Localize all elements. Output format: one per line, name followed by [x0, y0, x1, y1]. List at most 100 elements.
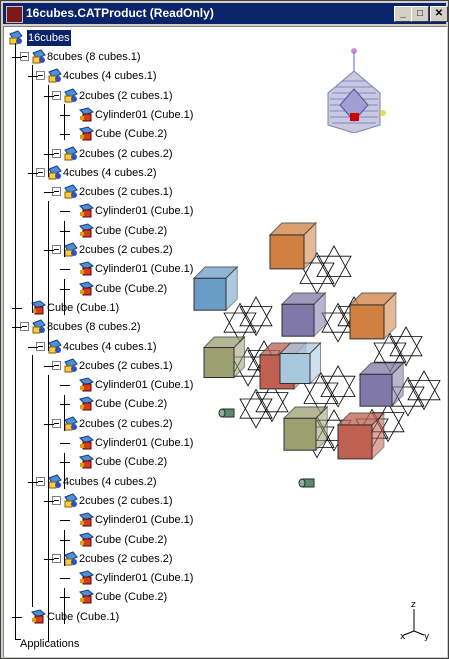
minimize-button[interactable]: _	[394, 6, 412, 22]
wire-star-2	[223, 296, 273, 343]
tree-node-part[interactable]: Cylinder01 (Cube.1)	[4, 203, 254, 219]
tree-node-label[interactable]: Cylinder01 (Cube.1)	[95, 437, 194, 449]
tree-guide-line	[32, 65, 33, 313]
tree-node-part[interactable]: Cylinder01 (Cube.1)	[4, 435, 254, 451]
tree-node-part[interactable]: Cube (Cube.2)	[4, 454, 254, 470]
product-icon	[63, 358, 78, 373]
product-icon	[63, 242, 78, 257]
tree-node-label[interactable]: 2cubes (2 cubes.2)	[79, 418, 173, 430]
applications-label[interactable]: Applications	[20, 638, 80, 650]
tree-node-product[interactable]: 2cubes (2 cubes.2)	[4, 551, 254, 567]
tree-node-label[interactable]: 2cubes (2 cubes.2)	[79, 148, 173, 160]
tree-node-part[interactable]: Cube (Cube.2)	[4, 532, 254, 548]
3d-viewport[interactable]: 16cubes Applications 8cubes (8 cubes.1) 4…	[3, 26, 447, 657]
tree-node-part[interactable]: Cube (Cube.1)	[4, 609, 254, 625]
tree-node-label[interactable]: Cylinder01 (Cube.1)	[95, 263, 194, 275]
axis-y-label: y	[424, 632, 430, 641]
title-bar[interactable]: 16cubes.CATProduct (ReadOnly) _ □ ✕	[3, 3, 448, 24]
tree-node-label[interactable]: Cube (Cube.2)	[95, 283, 168, 295]
tree-node-product[interactable]: 4cubes (4 cubes.1)	[4, 68, 254, 84]
tree-node-label[interactable]: Cube (Cube.2)	[95, 225, 168, 237]
tree-node-label[interactable]: 4cubes (4 cubes.1)	[63, 70, 157, 82]
close-button[interactable]: ✕	[430, 6, 448, 22]
collapse-toggle-icon[interactable]	[36, 71, 45, 80]
tree-node-product[interactable]: 8cubes (8 cubes.1)	[4, 49, 254, 65]
tree-node-product[interactable]: 2cubes (2 cubes.2)	[4, 416, 254, 432]
tree-node-label[interactable]: 4cubes (4 cubes.2)	[63, 167, 157, 179]
tree-node-label[interactable]: 2cubes (2 cubes.1)	[79, 495, 173, 507]
compass-widget[interactable]	[322, 43, 392, 133]
tree-node-part[interactable]: Cylinder01 (Cube.1)	[4, 570, 254, 586]
collapse-toggle-icon[interactable]	[20, 52, 29, 61]
collapse-toggle-icon[interactable]	[36, 168, 45, 177]
tree-node-label[interactable]: Cube (Cube.2)	[95, 128, 168, 140]
collapse-toggle-icon[interactable]	[52, 554, 61, 563]
tree-node-label[interactable]: 2cubes (2 cubes.1)	[79, 360, 173, 372]
blue-cube	[192, 265, 239, 312]
tree-node-label[interactable]: Cube (Cube.2)	[95, 456, 168, 468]
tree-node-product[interactable]: 2cubes (2 cubes.2)	[4, 146, 254, 162]
tree-node-product[interactable]: 2cubes (2 cubes.2)	[4, 242, 254, 258]
tree-node-label[interactable]: 2cubes (2 cubes.2)	[79, 244, 173, 256]
highlight-cube	[278, 341, 322, 385]
tree-node-product[interactable]: 4cubes (4 cubes.1)	[4, 339, 254, 355]
collapse-toggle-icon[interactable]	[52, 91, 61, 100]
tree-node-label[interactable]: Cylinder01 (Cube.1)	[95, 379, 194, 391]
tree-node-label[interactable]: 4cubes (4 cubes.2)	[63, 476, 157, 488]
tree-node-label[interactable]: Cylinder01 (Cube.1)	[95, 109, 194, 121]
tree-connector	[12, 308, 22, 309]
collapse-toggle-icon[interactable]	[36, 477, 45, 486]
tree-node-product[interactable]: 2cubes (2 cubes.1)	[4, 493, 254, 509]
tree-node-part[interactable]: Cylinder01 (Cube.1)	[4, 261, 254, 277]
tree-node-part[interactable]: Cube (Cube.2)	[4, 589, 254, 605]
tree-node-label[interactable]: Cube (Cube.2)	[95, 591, 168, 603]
product-icon	[47, 165, 62, 180]
tree-node-product[interactable]: 2cubes (2 cubes.1)	[4, 88, 254, 104]
tree-node-part[interactable]: Cube (Cube.2)	[4, 223, 254, 239]
tree-node-label[interactable]: 8cubes (8 cubes.1)	[47, 51, 141, 63]
tree-guide-line	[48, 85, 49, 177]
tree-guide-line	[64, 395, 65, 431]
tree-node-part[interactable]: Cylinder01 (Cube.1)	[4, 512, 254, 528]
tree-node-label[interactable]: Cylinder01 (Cube.1)	[95, 514, 194, 526]
tree-node-label[interactable]: Cylinder01 (Cube.1)	[95, 205, 194, 217]
axis-z-label: z	[411, 601, 416, 610]
tree-node-label[interactable]: 2cubes (2 cubes.1)	[79, 90, 173, 102]
collapse-toggle-icon[interactable]	[20, 322, 29, 331]
collapse-toggle-icon[interactable]	[36, 342, 45, 351]
tree-connector	[60, 231, 70, 232]
collapse-toggle-icon[interactable]	[52, 187, 61, 196]
tree-connector	[60, 540, 70, 541]
tree-root-label[interactable]: 16cubes	[27, 30, 71, 46]
tree-node-part[interactable]: Cube (Cube.2)	[4, 281, 254, 297]
tree-node-product[interactable]: 2cubes (2 cubes.1)	[4, 358, 254, 374]
collapse-toggle-icon[interactable]	[52, 496, 61, 505]
tree-node-label[interactable]: Cube (Cube.2)	[95, 534, 168, 546]
collapse-toggle-icon[interactable]	[52, 245, 61, 254]
tree-node-label[interactable]: Cube (Cube.2)	[95, 398, 168, 410]
tree-node-label[interactable]: 2cubes (2 cubes.2)	[79, 553, 173, 565]
tree-node-label[interactable]: 4cubes (4 cubes.1)	[63, 341, 157, 353]
tree-guide-line	[64, 279, 65, 315]
tree-connector	[60, 134, 70, 135]
tree-node-product[interactable]: 8cubes (8 cubes.2)	[4, 319, 254, 335]
tree-node-part[interactable]: Cylinder01 (Cube.1)	[4, 377, 254, 393]
collapse-toggle-icon[interactable]	[52, 361, 61, 370]
tree-node-label[interactable]: Cube (Cube.1)	[47, 611, 120, 623]
maximize-button[interactable]: □	[411, 6, 429, 22]
tree-node-part[interactable]: Cylinder01 (Cube.1)	[4, 107, 254, 123]
tree-node-label[interactable]: Cylinder01 (Cube.1)	[95, 572, 194, 584]
tree-node-part[interactable]: Cube (Cube.2)	[4, 126, 254, 142]
tree-node-part[interactable]: Cube (Cube.1)	[4, 300, 254, 316]
collapse-toggle-icon[interactable]	[52, 149, 61, 158]
tree-node-label[interactable]: 8cubes (8 cubes.2)	[47, 321, 141, 333]
product-icon	[31, 319, 46, 334]
tree-node-product[interactable]: 4cubes (4 cubes.2)	[4, 165, 254, 181]
tree-node-product[interactable]: 2cubes (2 cubes.1)	[4, 184, 254, 200]
collapse-toggle-icon[interactable]	[52, 419, 61, 428]
catia-app-icon[interactable]	[6, 6, 23, 23]
tree-node-label[interactable]: Cube (Cube.1)	[47, 302, 120, 314]
tree-node-label[interactable]: 2cubes (2 cubes.1)	[79, 186, 173, 198]
tree-node-part[interactable]: Cube (Cube.2)	[4, 396, 254, 412]
tree-node-product[interactable]: 4cubes (4 cubes.2)	[4, 474, 254, 490]
